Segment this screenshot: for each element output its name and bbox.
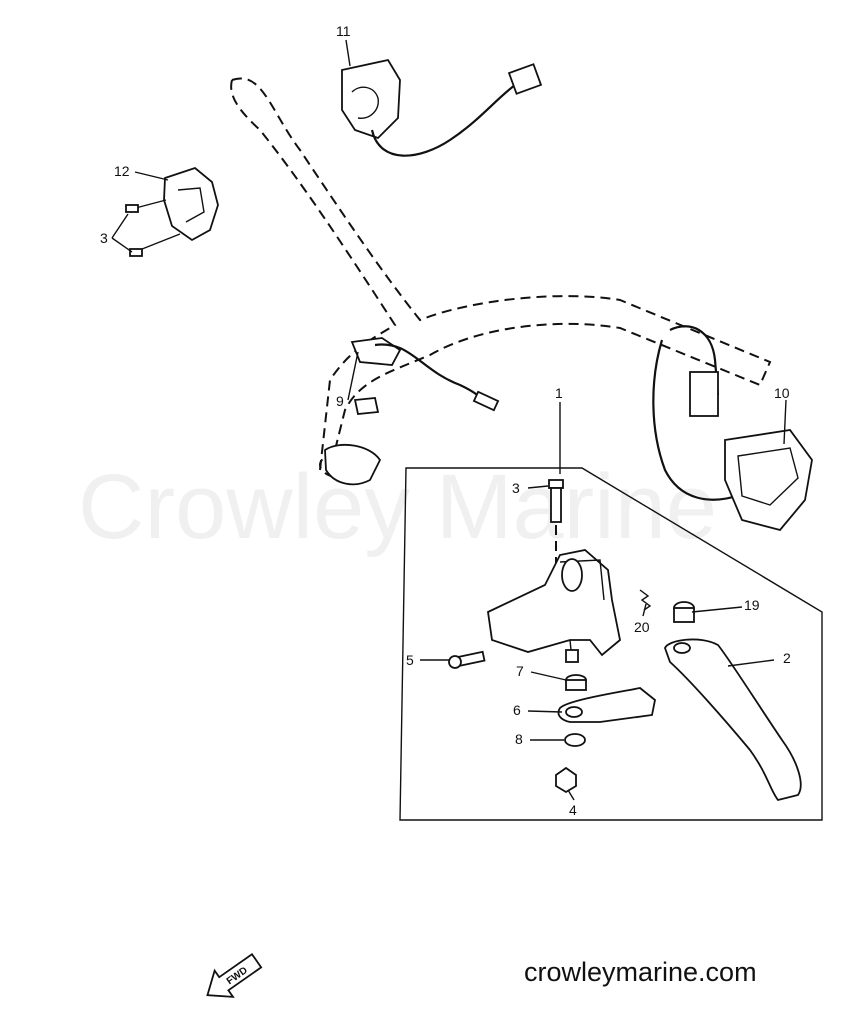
leader-lines — [111, 39, 787, 801]
callout-7: 7 — [516, 663, 524, 679]
part-6-link — [557, 687, 656, 723]
lever-pivot-hole — [673, 642, 691, 654]
callout-20: 20 — [634, 619, 650, 635]
lever-bracket — [487, 549, 621, 663]
fwd-arrow-icon: FWD — [206, 952, 263, 998]
callout-19: 19 — [744, 597, 760, 613]
part-4-nut — [555, 766, 577, 794]
callout-labels: 1 3 5 7 6 8 4 2 19 20 10 11 12 3 9 — [100, 23, 791, 818]
part-11-switch — [341, 58, 543, 157]
part-19-collar — [673, 601, 695, 623]
website-text: crowleymarine.com — [524, 957, 757, 987]
part-9-switch — [324, 337, 500, 486]
watermark: Crowley Marine — [78, 456, 717, 558]
part-8-washer — [564, 733, 586, 747]
callout-3-housing: 3 — [100, 230, 108, 246]
callout-3-bolt: 3 — [512, 480, 520, 496]
handlebar-outline — [230, 77, 772, 480]
callout-1: 1 — [555, 385, 563, 401]
callout-4: 4 — [569, 802, 577, 818]
part-12-housing — [125, 166, 219, 257]
part-2-lever — [664, 638, 802, 802]
part-5-screw — [448, 650, 486, 669]
callout-2: 2 — [783, 650, 791, 666]
callout-6: 6 — [513, 702, 521, 718]
part-10-switch — [652, 325, 813, 532]
exploded-view-box — [399, 467, 823, 821]
part-7-bushing — [565, 674, 587, 691]
callout-12: 12 — [114, 163, 130, 179]
callout-9: 9 — [336, 393, 344, 409]
callout-8: 8 — [515, 731, 523, 747]
part-20-spring — [639, 589, 652, 611]
callout-10: 10 — [774, 385, 790, 401]
callout-5: 5 — [406, 652, 414, 668]
callout-11: 11 — [336, 23, 351, 39]
